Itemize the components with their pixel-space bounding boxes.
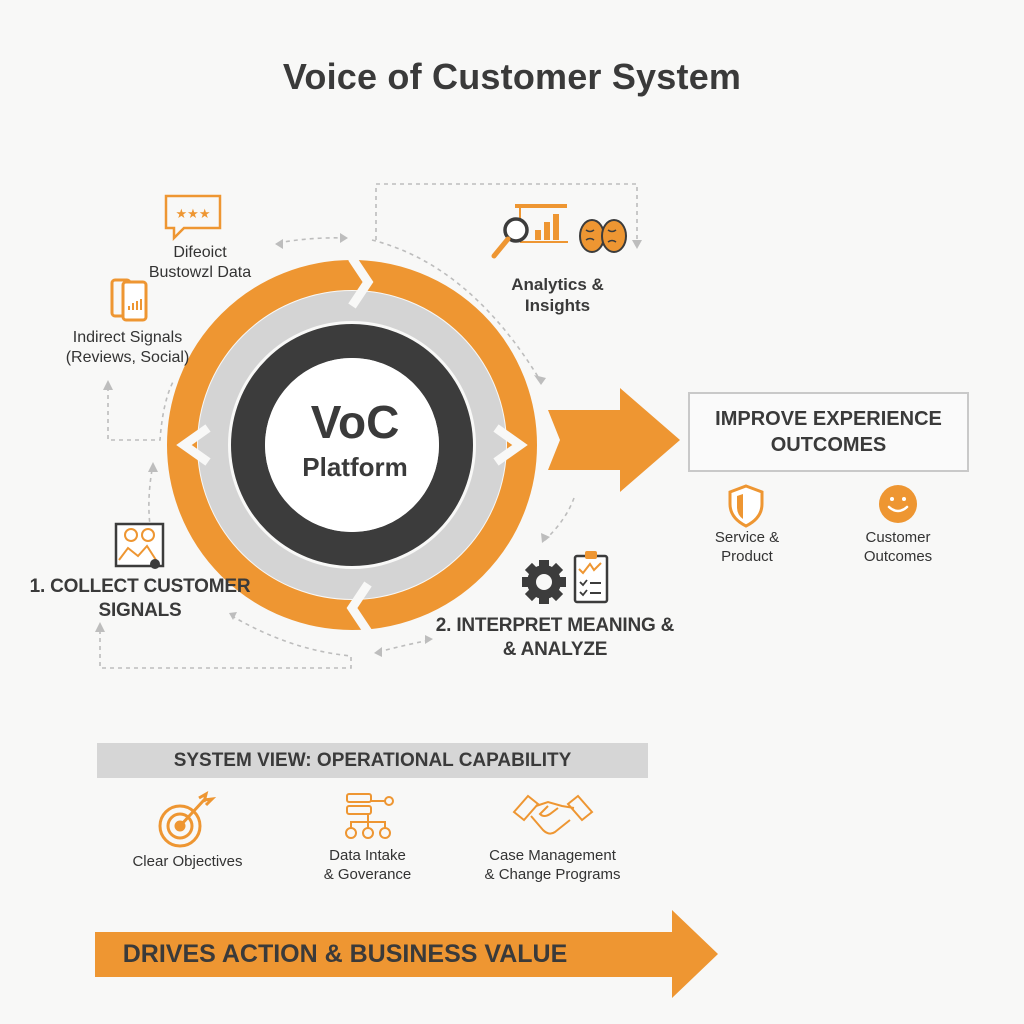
capability-case-line2: & Change Programs: [484, 866, 621, 883]
banner-arrow: [95, 910, 718, 998]
connector-left-loop: [107, 379, 175, 441]
outcome-customer-line2: Outcomes: [863, 548, 933, 565]
analytics-insights: Analytics & Insights: [490, 274, 625, 316]
connector-top-left: [277, 237, 346, 244]
page-title: Voice of Customer System: [282, 56, 742, 97]
input-indirect-signals: Indirect Signals (Reviews, Social): [55, 328, 200, 368]
star-rating-chat-icon: ★★★: [164, 194, 222, 242]
analytics-line1: Analytics &: [511, 275, 604, 294]
inner-dark-ring: [231, 324, 473, 566]
connector-top-loop: [375, 183, 638, 240]
money-chart-icon: [114, 522, 165, 569]
shield-icon: [728, 484, 764, 528]
center-label-platform: Platform: [302, 452, 408, 482]
mobile-chart-icon: [110, 278, 148, 322]
connector-analytics-down: [371, 239, 541, 381]
data-hierarchy-icon: [345, 793, 394, 839]
capability-clear-objectives: Clear Objectives: [120, 852, 255, 871]
gear-icon: [522, 560, 566, 604]
target-icon: [158, 790, 217, 848]
output-arrow: [548, 388, 680, 492]
step-collect-line2: SIGNALS: [98, 600, 182, 621]
input-indirect-line2: (Reviews, Social): [65, 349, 190, 366]
center-disc: [265, 358, 439, 532]
capability-case-management: Case Management & Change Programs: [475, 846, 630, 884]
connector-bottom-right: [377, 639, 431, 653]
svg-text:★★★: ★★★: [176, 207, 211, 222]
system-view-header: SYSTEM VIEW: OPERATIONAL CAPABILITY: [97, 743, 648, 778]
connector-right-down: [544, 497, 575, 541]
connector-bottom-loop: [99, 615, 352, 669]
step-collect-signals: 1. COLLECT CUSTOMER SIGNALS: [10, 575, 270, 623]
brain-icon: [579, 219, 627, 253]
input-direct-data-line1: Difeoict: [173, 244, 227, 261]
input-direct-data-line2: Bustowzl Data: [148, 264, 252, 281]
capability-intake-line1: Data Intake: [329, 847, 406, 864]
step-collect-line1: 1. COLLECT CUSTOMER: [29, 576, 251, 597]
handshake-icon: [512, 794, 594, 835]
smiley-icon: [879, 485, 917, 523]
ring-chevrons: [176, 255, 528, 635]
outcome-box-line1: IMPROVE EXPERIENCE: [715, 408, 942, 430]
banner-label: DRIVES ACTION & BUSINESS VALUE: [122, 940, 568, 968]
outcome-customer-outcomes: Customer Outcomes: [848, 528, 948, 566]
connector-left-mid: [148, 469, 153, 526]
input-indirect-line1: Indirect Signals: [72, 329, 183, 346]
magnifier-chart-icon: [491, 204, 568, 259]
capability-intake-line2: & Goverance: [323, 866, 412, 883]
outcome-service-line1: Service &: [714, 529, 780, 546]
capability-case-line1: Case Management: [489, 847, 616, 864]
step-interpret-analyze: 2. INTERPRET MEANING & & ANALYZE: [430, 614, 680, 662]
step-interpret-line1: 2. INTERPRET MEANING &: [435, 615, 675, 636]
step-interpret-line2: & ANALYZE: [502, 639, 608, 660]
checklist-icon: [573, 551, 609, 604]
analytics-line2: Insights: [524, 296, 591, 315]
capability-objectives-line1: Clear Objectives: [132, 853, 243, 870]
input-direct-data: Difeoict Bustowzl Data: [130, 243, 270, 283]
outcome-service-line2: Product: [721, 548, 773, 565]
outcome-customer-line1: Customer: [865, 529, 931, 546]
outcome-box-line2: OUTCOMES: [770, 434, 887, 456]
capability-data-intake: Data Intake & Goverance: [300, 846, 435, 884]
improve-experience-box: IMPROVE EXPERIENCE OUTCOMES: [688, 392, 969, 472]
connector-arrowheads: [95, 233, 642, 657]
center-label-voc: VoC: [310, 396, 400, 448]
outcome-service-product: Service & Product: [697, 528, 797, 566]
